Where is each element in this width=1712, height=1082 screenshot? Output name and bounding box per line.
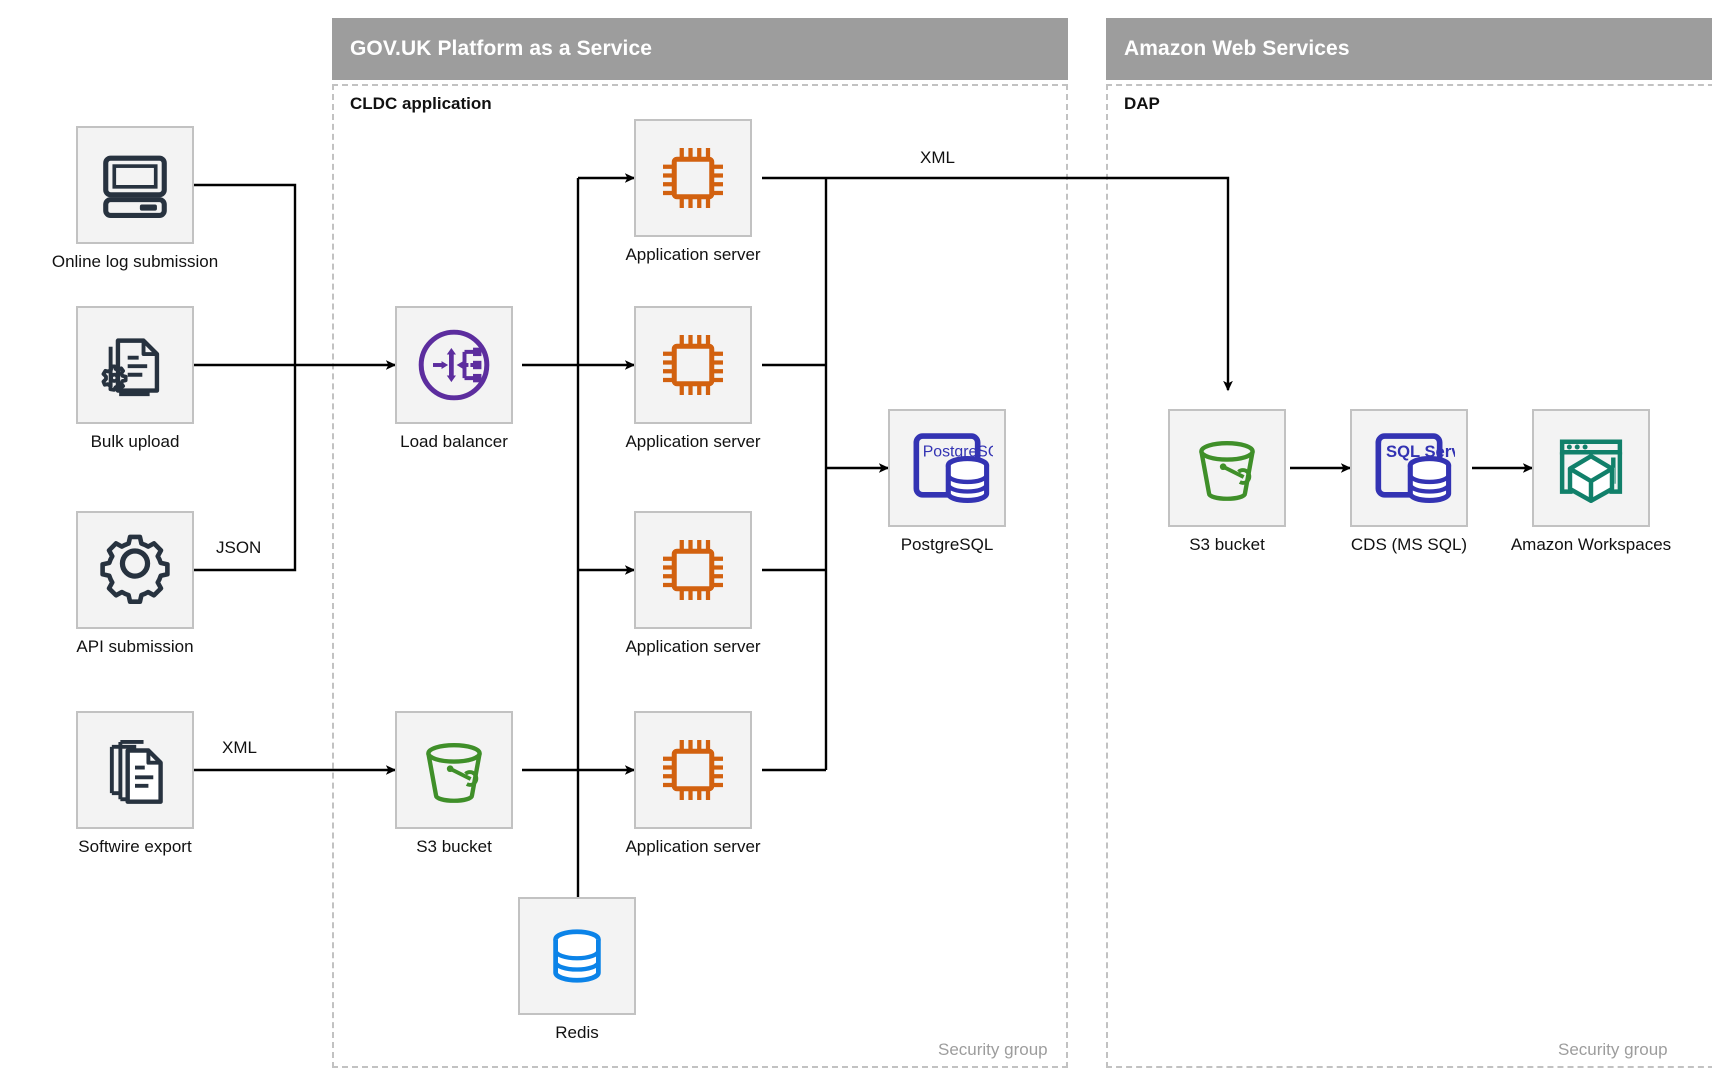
node-tile: PostgreSQL: [888, 409, 1006, 527]
node-softwire-export[interactable]: Softwire export: [76, 711, 194, 856]
s3-bucket-icon: [426, 742, 482, 803]
node-label: PostgreSQL: [900, 535, 994, 554]
node-label: Application server: [625, 432, 761, 451]
load-balancer-icon: [418, 329, 490, 401]
node-tile: [634, 711, 752, 829]
group-header-paas: GOV.UK Platform as a Service: [332, 18, 1068, 80]
cpu-chip-icon: [663, 540, 723, 600]
security-group-paas: [332, 84, 1068, 1068]
node-tile: [76, 126, 194, 244]
node-app-server-4[interactable]: Application server: [625, 711, 761, 856]
node-tile: [76, 511, 194, 629]
node-app-server-2[interactable]: Application server: [625, 306, 761, 451]
node-s3-bucket-aws[interactable]: S3 bucket: [1168, 409, 1286, 554]
security-group-label-paas: Security group: [938, 1040, 1048, 1059]
cpu-chip-icon: [663, 148, 723, 208]
desktop-computer-icon: [103, 155, 167, 219]
node-bulk-upload[interactable]: Bulk upload: [76, 306, 194, 451]
node-label: Softwire export: [78, 837, 192, 856]
security-group-label-aws: Security group: [1558, 1040, 1668, 1059]
node-label: CDS (MS SQL): [1350, 535, 1468, 554]
node-api-submission[interactable]: API submission: [76, 511, 194, 656]
node-online-log-submission[interactable]: Online log submission: [52, 126, 218, 271]
node-tile: [1532, 409, 1650, 527]
amazon-workspaces-icon: [1559, 439, 1623, 504]
group-title-paas: GOV.UK Platform as a Service: [350, 37, 652, 60]
sub-label-dap: DAP: [1124, 94, 1160, 113]
node-label: Redis: [555, 1023, 599, 1042]
node-tile: [76, 711, 194, 829]
node-tile: [395, 711, 513, 829]
postgresql-icon-label: PostgreSQL: [923, 444, 993, 461]
sub-label-cldc-application: CLDC application: [350, 94, 492, 113]
node-label: Amazon Workspaces: [1510, 535, 1672, 554]
security-group-aws: [1106, 84, 1712, 1068]
postgresql-database-icon: PostgreSQL: [913, 433, 993, 503]
s3-bucket-icon: [1199, 440, 1255, 501]
sql-server-icon-label: SQL Server: [1386, 442, 1455, 461]
edge-label-xml-dap: XML: [920, 148, 955, 167]
node-tile: [395, 306, 513, 424]
group-header-aws: Amazon Web Services: [1106, 18, 1712, 80]
document-stack-icon: [109, 740, 163, 804]
node-label: Load balancer: [400, 432, 508, 451]
node-cds-ms-sql[interactable]: SQL Server CDS (MS SQL): [1350, 409, 1468, 554]
node-app-server-1[interactable]: Application server: [625, 119, 761, 264]
node-label: Bulk upload: [90, 432, 180, 451]
node-amazon-workspaces[interactable]: Amazon Workspaces: [1511, 409, 1671, 554]
node-label: Application server: [625, 837, 761, 856]
node-label: Application server: [625, 245, 761, 264]
redis-database-icon: [553, 929, 601, 983]
sql-server-database-icon: SQL Server: [1375, 433, 1455, 503]
document-gear-icon: [101, 338, 160, 397]
node-load-balancer[interactable]: Load balancer: [395, 306, 513, 451]
node-tile: [634, 306, 752, 424]
node-label: API submission: [76, 637, 194, 656]
node-label: S3 bucket: [416, 837, 492, 856]
node-postgresql[interactable]: PostgreSQL PostgreSQL: [888, 409, 1006, 554]
node-tile: [1168, 409, 1286, 527]
node-s3-bucket-paas[interactable]: S3 bucket: [395, 711, 513, 856]
node-tile: [634, 511, 752, 629]
gear-icon: [100, 534, 170, 605]
cpu-chip-icon: [663, 335, 723, 395]
node-label: Application server: [625, 637, 761, 656]
node-tile: [518, 897, 636, 1015]
node-tile: [76, 306, 194, 424]
group-title-aws: Amazon Web Services: [1124, 37, 1350, 60]
node-label: Online log submission: [51, 252, 219, 271]
node-label: S3 bucket: [1189, 535, 1265, 554]
edge-label-json: JSON: [216, 538, 262, 557]
node-redis[interactable]: Redis: [518, 897, 636, 1042]
node-tile: SQL Server: [1350, 409, 1468, 527]
node-tile: [634, 119, 752, 237]
edge-label-xml-softwire: XML: [222, 738, 257, 757]
node-app-server-3[interactable]: Application server: [625, 511, 761, 656]
cpu-chip-icon: [663, 740, 723, 800]
